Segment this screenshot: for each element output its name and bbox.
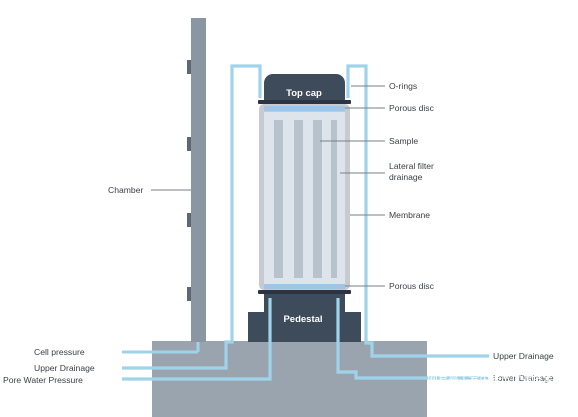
porous-disc-top bbox=[264, 106, 345, 111]
leader-lines bbox=[151, 85, 385, 287]
lower-drainage-line bbox=[336, 298, 489, 380]
membrane-label: Membrane bbox=[389, 210, 430, 220]
o-rings bbox=[258, 100, 351, 294]
chamber-wall-bolts bbox=[187, 60, 191, 301]
drainage-lines bbox=[122, 64, 489, 381]
cell-pressure-label: Cell pressure bbox=[34, 347, 85, 357]
pore-water-pressure-label: Pore Water Pressure bbox=[3, 375, 83, 385]
lateral-filter-label: Lateral filter bbox=[389, 161, 434, 171]
porous-disc-top-label: Porous disc bbox=[389, 103, 435, 113]
lateral-filter-strips bbox=[274, 120, 337, 278]
lateral-filter-label-line2: drainage bbox=[389, 172, 423, 182]
top-cap-label: Top cap bbox=[286, 88, 322, 99]
upper-drainage-line-left bbox=[122, 64, 262, 370]
pedestal-step bbox=[248, 312, 361, 342]
top-cap bbox=[264, 74, 345, 108]
chamber-wall bbox=[191, 18, 206, 342]
porous-disc-bottom-label: Porous disc bbox=[389, 281, 435, 291]
upper-drainage-line-right bbox=[346, 64, 489, 358]
pore-water-pressure-line bbox=[122, 298, 272, 381]
pedestal-label: Pedestal bbox=[283, 314, 322, 325]
watermark: 网易号 | 室内岩土试验技术分享 bbox=[427, 373, 574, 386]
porous-disc-bottom bbox=[264, 284, 345, 289]
upper-drainage-right-label: Upper Drainage bbox=[493, 351, 554, 361]
sample-label: Sample bbox=[389, 136, 418, 146]
upper-drainage-left-label: Upper Drainage bbox=[34, 363, 95, 373]
chamber-label: Chamber bbox=[108, 185, 143, 195]
lower-drainage-label: Lower Drainage bbox=[493, 373, 554, 383]
o-rings-label: O-rings bbox=[389, 81, 417, 91]
